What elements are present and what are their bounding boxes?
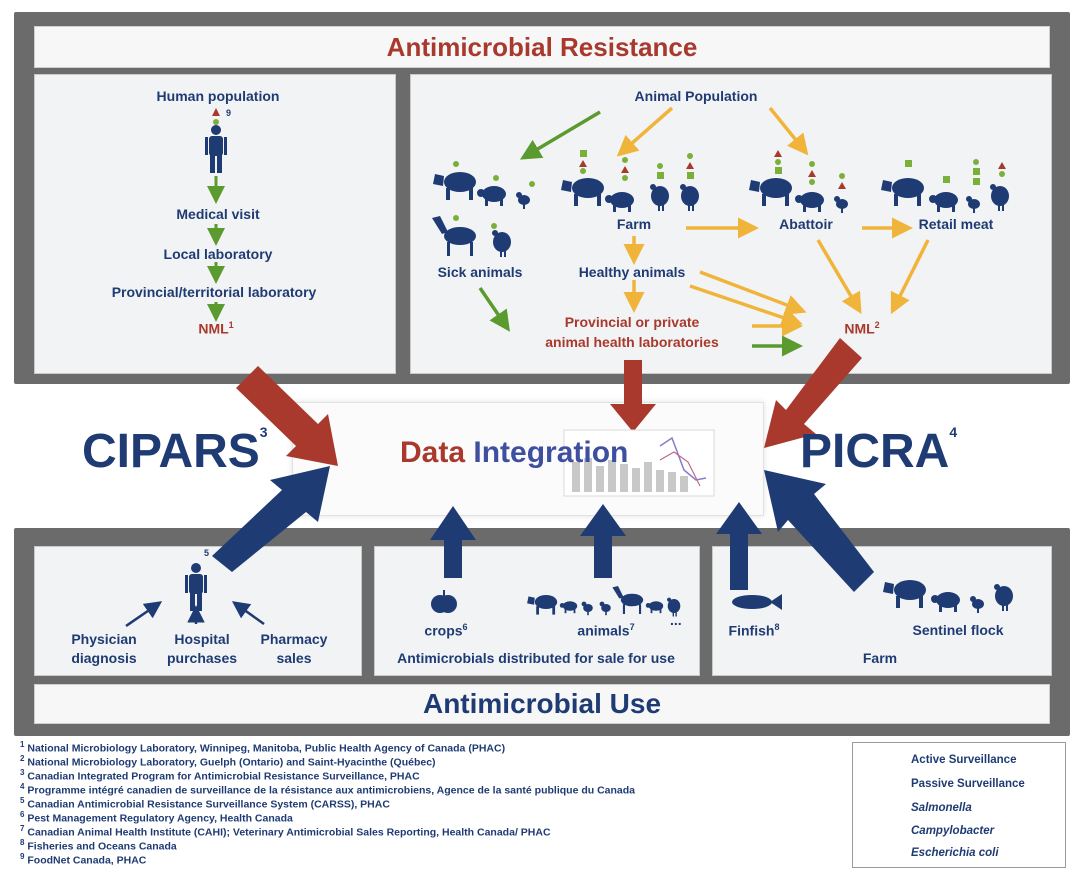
picra-label: PICRA4 [800,424,958,478]
finfish-label: Finfish8 [728,622,780,639]
legend-active: Active Surveillance [911,754,1017,766]
footnote-9: 9 FoodNet Canada, PHAC [20,852,147,867]
footnote-5: 5 Canadian Antimicrobial Resistance Surv… [20,796,390,811]
farm-label: Farm [616,216,652,232]
human-population-sup: 9 [226,108,232,118]
nml1-label: NML1 [198,320,234,337]
crops-label: crops6 [424,622,468,639]
legend-campylobacter: Campylobacter [911,825,995,837]
abattoir-label: Abattoir [779,216,833,232]
data-word: Data [400,436,466,469]
animals-label: animals7 [577,622,635,639]
footnote-7: 7 Canadian Animal Health Institute (CAHI… [20,824,551,839]
legend-passive: Passive Surveillance [911,778,1025,790]
use-title: Antimicrobial Use [422,688,662,719]
labs-line2-label: animal health laboratories [545,334,719,350]
legend-ecoli: Escherichia coli [911,847,999,859]
nml2-label: NML2 [844,320,880,337]
sick-animals-label: Sick animals [437,264,523,280]
healthy-animals-label: Healthy animals [578,264,686,280]
animal-panel [410,74,1052,374]
footnote-4: 4 Programme intégré canadien de surveill… [20,782,636,797]
footnote-2: 2 National Microbiology Laboratory, Guel… [20,754,436,769]
farm-use-label: Farm [862,650,898,666]
resistance-banner: Antimicrobial Resistance [34,26,1050,68]
footnote-6: 6 Pest Management Regulatory Agency, Hea… [20,810,293,825]
labs-line1-label: Provincial or private [564,314,700,330]
retail-meat-label: Retail meat [918,216,994,232]
legend: Active Surveillance Passive Surveillance… [852,742,1066,868]
ellipsis-label: ... [670,612,682,628]
footnote-1: 1 National Microbiology Laboratory, Winn… [20,740,506,755]
sentinel-flock-label: Sentinel flock [912,622,1004,638]
distributed-label: Antimicrobials distributed for sale for … [397,650,675,666]
footnote-8: 8 Fisheries and Oceans Canada [20,838,177,853]
data-integration-title: Data Integration [400,436,628,470]
footnote-3: 3 Canadian Integrated Program for Antimi… [20,768,420,783]
resistance-title: Antimicrobial Resistance [386,31,698,62]
use-banner: Antimicrobial Use [34,684,1050,724]
human-use-sup: 5 [204,548,210,558]
animal-population-title: Animal Population [634,88,758,104]
medical-visit-label: Medical visit [176,206,260,222]
local-laboratory-label: Local laboratory [163,246,273,262]
provincial-laboratory-label: Provincial/territorial laboratory [111,284,317,300]
human-population-title: Human population [156,88,280,104]
integration-word: Integration [473,436,629,469]
cipars-label: CIPARS3 [82,424,268,478]
legend-salmonella: Salmonella [911,802,972,814]
